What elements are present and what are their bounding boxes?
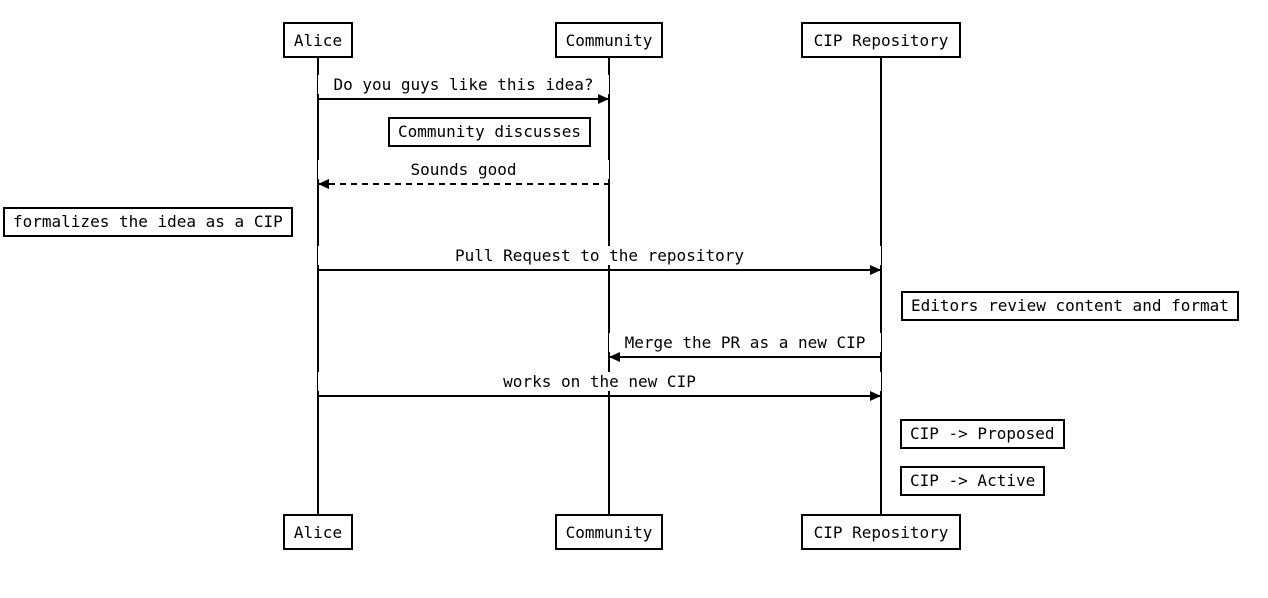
actor-label-cip-repository: CIP Repository bbox=[813, 30, 949, 50]
actor-box-community-bottom: Community bbox=[555, 514, 663, 550]
note-text: CIP -> Proposed bbox=[910, 424, 1055, 443]
actor-label-alice: Alice bbox=[293, 522, 343, 542]
arrow-line-dashed bbox=[318, 183, 609, 185]
lifeline-cip-repository bbox=[880, 58, 882, 514]
message-merge-pr-as-new-cip: Merge the PR as a new CIP bbox=[609, 333, 881, 362]
note-editors-review-content-format: Editors review content and format bbox=[901, 291, 1239, 321]
lifeline-community bbox=[608, 58, 610, 514]
message-label: Do you guys like this idea? bbox=[318, 75, 609, 94]
note-community-discusses: Community discusses bbox=[388, 117, 592, 147]
arrowhead-right-icon bbox=[870, 265, 881, 275]
arrowhead-right-icon bbox=[598, 94, 609, 104]
arrow-line bbox=[318, 98, 609, 100]
message-sounds-good: Sounds good bbox=[318, 160, 609, 189]
arrowhead-right-icon bbox=[870, 391, 881, 401]
note-text: CIP -> Active bbox=[910, 471, 1036, 490]
message-label: Sounds good bbox=[318, 160, 609, 179]
message-label: Pull Request to the repository bbox=[318, 246, 881, 265]
note-text: Community discusses bbox=[398, 122, 582, 141]
arrowhead-left-icon bbox=[318, 179, 329, 189]
note-text: formalizes the idea as a CIP bbox=[13, 212, 283, 231]
message-works-on-new-cip: works on the new CIP bbox=[318, 372, 881, 401]
note-cip-proposed: CIP -> Proposed bbox=[900, 419, 1065, 449]
actor-label-community: Community bbox=[565, 30, 653, 50]
message-pull-request-to-repository: Pull Request to the repository bbox=[318, 246, 881, 275]
actor-box-community-top: Community bbox=[555, 22, 663, 58]
message-do-you-guys-like-this-idea: Do you guys like this idea? bbox=[318, 75, 609, 104]
message-label: Merge the PR as a new CIP bbox=[609, 333, 881, 352]
actor-box-cip-repository-bottom: CIP Repository bbox=[801, 514, 961, 550]
actor-box-alice-top: Alice bbox=[283, 22, 353, 58]
actor-label-cip-repository: CIP Repository bbox=[813, 522, 949, 542]
note-text: Editors review content and format bbox=[911, 296, 1229, 315]
arrow-line bbox=[318, 269, 881, 271]
arrow-line bbox=[609, 356, 881, 358]
arrowhead-left-icon bbox=[609, 352, 620, 362]
actor-label-community: Community bbox=[565, 522, 653, 542]
message-label: works on the new CIP bbox=[318, 372, 881, 391]
note-cip-active: CIP -> Active bbox=[900, 466, 1046, 496]
actor-box-cip-repository-top: CIP Repository bbox=[801, 22, 961, 58]
arrow-line bbox=[318, 395, 881, 397]
lifeline-alice bbox=[317, 58, 319, 514]
actor-box-alice-bottom: Alice bbox=[283, 514, 353, 550]
actor-label-alice: Alice bbox=[293, 30, 343, 50]
note-formalizes-idea-as-cip: formalizes the idea as a CIP bbox=[3, 207, 293, 237]
